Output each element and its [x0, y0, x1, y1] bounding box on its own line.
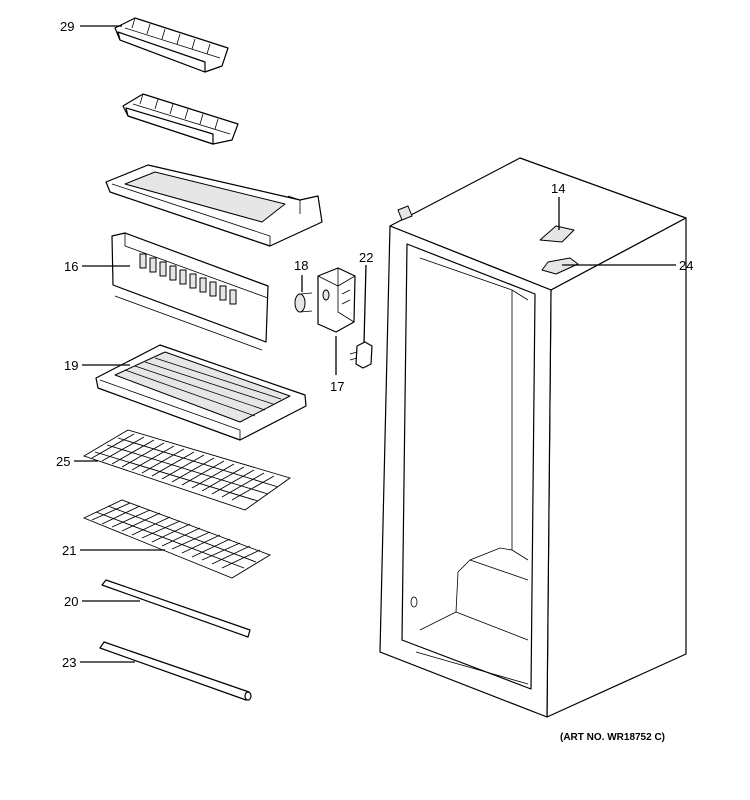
ice-bin: [105, 164, 323, 247]
thermostat-knob: [294, 292, 313, 313]
callout-14: 14: [551, 181, 565, 196]
callout-18: 18: [294, 258, 308, 273]
callout-20: 20: [64, 594, 78, 609]
callout-labels: 29 16 19 25 21 20 23 18 22 17 14 24: [56, 19, 693, 670]
cover-vent-slots: [139, 253, 237, 305]
evaporator-cover: [111, 232, 269, 351]
drip-tray: [95, 344, 307, 441]
refrigerator-cabinet: [379, 157, 687, 718]
ice-tray-upper: [114, 17, 229, 73]
callout-21: 21: [62, 543, 76, 558]
light-switch: [349, 341, 373, 369]
shelf-rail-lower: [99, 641, 252, 701]
callout-17: 17: [330, 379, 344, 394]
callout-19: 19: [64, 358, 78, 373]
callout-29: 29: [60, 19, 74, 34]
callout-23: 23: [62, 655, 76, 670]
callout-24: 24: [679, 258, 693, 273]
shelf-rail-upper: [101, 579, 251, 638]
leader-lines: [74, 25, 676, 663]
callout-22: 22: [359, 250, 373, 265]
ice-tray-lower: [122, 93, 239, 145]
wire-shelf-upper: [82, 429, 292, 511]
art-number: (ART NO. WR18752 C): [560, 732, 665, 743]
callout-25: 25: [56, 454, 70, 469]
wire-shelf-lower: [82, 499, 272, 579]
callout-16: 16: [64, 259, 78, 274]
thermostat-bracket: [317, 267, 356, 333]
